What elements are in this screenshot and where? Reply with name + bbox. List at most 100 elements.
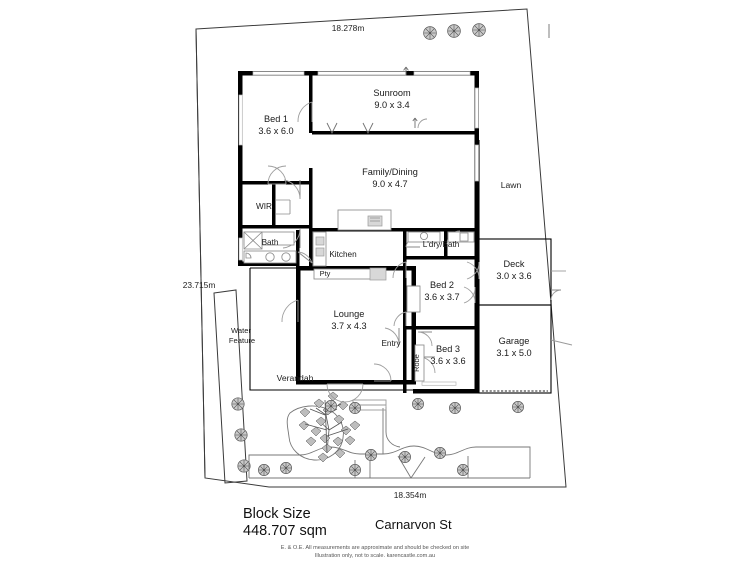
- dimension-top: 18.278m: [332, 23, 365, 33]
- exterior-labels: Lawn Verandah Water Feature: [229, 180, 522, 383]
- shrub-icon: [472, 23, 486, 37]
- room-label-bed1-dims: 3.6 x 6.0: [258, 126, 293, 136]
- shrub-icon: [325, 400, 337, 412]
- room-label-entry: Entry: [381, 339, 401, 348]
- door: [417, 331, 433, 347]
- appliance: [369, 267, 387, 281]
- window: [474, 144, 479, 182]
- cooktop-icon: [315, 236, 325, 257]
- room-label-garage-name: Garage: [499, 336, 530, 346]
- shrub-icon: [280, 462, 292, 474]
- window: [317, 71, 407, 76]
- room-label-wir: WIR: [256, 202, 272, 211]
- room-label-bed1-name: Bed 1: [264, 114, 288, 124]
- window: [238, 94, 243, 146]
- door: [297, 101, 313, 123]
- room-label-kitchen: Kitchen: [329, 250, 357, 259]
- room-label-robe: Robe: [412, 354, 421, 372]
- fireplace: [337, 209, 392, 231]
- basin: [281, 252, 291, 262]
- room-label-garage-dims: 3.1 x 5.0: [496, 348, 531, 358]
- area-label-lawn: Lawn: [501, 180, 522, 190]
- block-size-label: Block Size: [243, 506, 311, 522]
- room-label-deck-dims: 3.0 x 3.6: [496, 271, 531, 281]
- dimension-labels: 18.278m 23.715m 18.354m: [183, 23, 427, 500]
- block-size-value: 448.707 sqm: [243, 523, 327, 539]
- room-label-bath: Bath: [262, 238, 279, 247]
- shrub-icon: [449, 402, 461, 414]
- shrub-icon: [457, 464, 469, 476]
- shower-icon: [243, 231, 263, 250]
- room-label-bed2-dims: 3.6 x 3.7: [424, 292, 459, 302]
- door: [393, 311, 407, 327]
- disclaimer-line-2: Illustration only, not to scale. karenca…: [315, 553, 435, 559]
- room-label-pty: Pty: [320, 269, 331, 278]
- window: [421, 381, 457, 386]
- shrub-icon: [412, 398, 424, 410]
- basin: [265, 252, 275, 262]
- door: [267, 165, 287, 185]
- site-boundary: [195, 8, 567, 488]
- room-label-bed2-name: Bed 2: [430, 280, 454, 290]
- window: [252, 71, 305, 76]
- dimension-left: 23.715m: [183, 280, 216, 290]
- door: [281, 299, 299, 323]
- shrub-icon: [258, 464, 270, 476]
- room-label-ldry: L'dry/Bath: [423, 240, 460, 249]
- shrub-icon: [231, 397, 245, 411]
- robe-unit: [414, 344, 425, 382]
- window: [413, 71, 471, 76]
- shrub-icon: [349, 402, 361, 414]
- shrub-icon: [423, 26, 437, 40]
- garden-shrubs: [258, 398, 524, 476]
- door: [392, 261, 407, 279]
- fixtures: [243, 199, 475, 382]
- windows: [238, 24, 550, 386]
- door: [297, 251, 313, 264]
- title-block: Block Size 448.707 sqm Carnarvon St E. &…: [243, 506, 469, 559]
- room-label-lounge-dims: 3.7 x 4.3: [331, 321, 366, 331]
- area-label-verandah: Verandah: [277, 373, 314, 383]
- room-label-deck-name: Deck: [504, 259, 525, 269]
- verandah-area: [249, 267, 420, 391]
- window: [474, 87, 479, 129]
- door: [283, 179, 301, 200]
- room-label-lounge-name: Lounge: [334, 309, 365, 319]
- shrub-icon: [434, 447, 446, 459]
- doors: [267, 101, 480, 403]
- shrub-icon: [447, 24, 461, 38]
- door: [384, 327, 400, 346]
- disclaimer-line-1: E. & O.E. All measurements are approxima…: [281, 545, 469, 551]
- shrub-icon: [399, 451, 411, 463]
- room-labels: Bed 1 3.6 x 6.0 Sunroom 9.0 x 3.4 Family…: [256, 88, 532, 372]
- dimension-bottom: 18.354m: [394, 490, 427, 500]
- door: [463, 286, 476, 304]
- room-label-family-dims: 9.0 x 4.7: [372, 179, 407, 189]
- shrub-icon: [234, 428, 248, 442]
- room-label-bed3-dims: 3.6 x 3.6: [430, 356, 465, 366]
- door: [326, 383, 364, 403]
- room-label-family-name: Family/Dining: [362, 167, 418, 177]
- room-label-sunroom-dims: 9.0 x 3.4: [374, 100, 409, 110]
- door: [466, 261, 480, 280]
- door: [373, 363, 392, 382]
- water-feature-area: [213, 289, 251, 484]
- window: [238, 237, 243, 261]
- door: [282, 228, 301, 249]
- water-feature-shrubs: [231, 397, 251, 473]
- room-label-sunroom-name: Sunroom: [373, 88, 411, 98]
- shrub-icon: [349, 464, 361, 476]
- wardrobe: [406, 285, 421, 313]
- shrub-icon: [512, 401, 524, 413]
- street-name: Carnarvon St: [375, 517, 452, 532]
- laundry-tub: [419, 231, 429, 241]
- toilet: [245, 252, 252, 259]
- area-label-water-feature-line2: Feature: [229, 336, 255, 345]
- shrub-icon: [365, 449, 377, 461]
- shrub-icon: [237, 459, 251, 473]
- top-boundary-shrubs: [423, 23, 486, 40]
- area-label-water-feature-line1: Water: [231, 326, 251, 335]
